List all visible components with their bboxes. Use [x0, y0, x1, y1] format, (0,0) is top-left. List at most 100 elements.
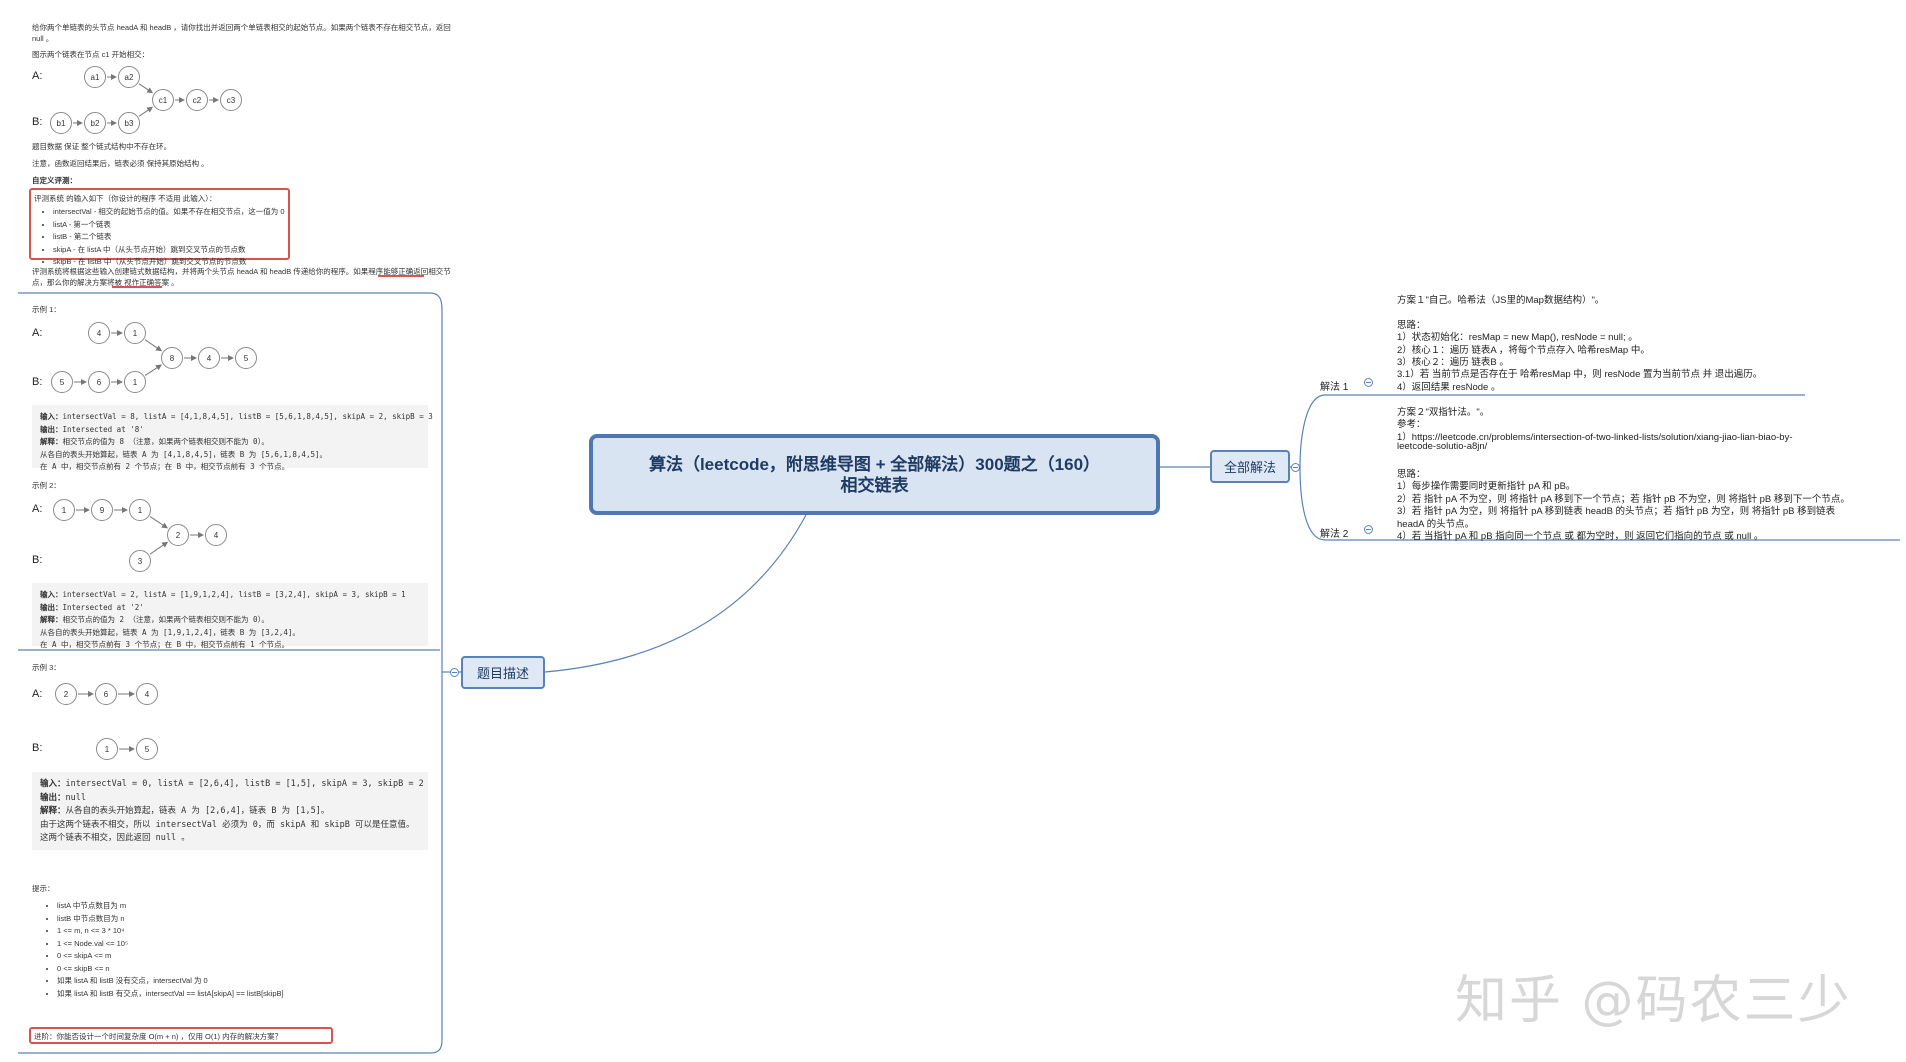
solution-2-line: 参考： [1397, 419, 1426, 431]
solution-1-label[interactable]: 解法 1 [1320, 382, 1349, 393]
topic-solutions[interactable]: 全部解法 [1210, 450, 1290, 483]
code-line: 在 A 中，相交节点前有 3 个节点；在 B 中，相交节点前有 1 个节点。 [40, 640, 290, 649]
list-node: a1 [84, 66, 106, 88]
collapse-solution-1[interactable] [1364, 378, 1373, 387]
fig-row-a-label: A: [32, 70, 43, 82]
solution-1-line: 2）核心１：遍历 链表A ，将每个节点存入 哈希resMap 中。 [1397, 344, 1650, 356]
list-node: 1 [124, 371, 146, 393]
solution-2-line: 2）若 指针 pA 不为空，则 将指针 pA 移到下一个节点；若 指针 pB 不… [1397, 493, 1850, 505]
ex1-row-a-label: A: [32, 327, 43, 339]
solution-2-line: leetcode-solutio-a8jn/ [1397, 441, 1488, 453]
list-node: 1 [53, 499, 75, 521]
list-arrow [149, 516, 168, 529]
judge-list: intersectVal - 相交的起始节点的值。如果不存在相交节点，这一值为 … [31, 206, 288, 269]
list-arrow [138, 106, 154, 117]
list-node: 4 [205, 524, 227, 546]
intro-line-1: 给你两个单链表的头节点 headA 和 headB ，请你找出并返回两个单链表相… [32, 23, 451, 32]
watermark: 知乎 @码农三少 [1455, 971, 1852, 1031]
collapse-description[interactable] [450, 668, 459, 677]
list-node: 4 [136, 683, 158, 705]
hint-item: listA 中节点数目为 m [57, 900, 284, 913]
hint-item: 如果 listA 和 listB 没有交点，intersectVal 为 0 [57, 975, 284, 988]
solution-2-line: 1）https://leetcode.cn/problems/intersect… [1397, 431, 1793, 443]
figure-caption: 图示两个链表在节点 c1 开始相交： [32, 50, 150, 59]
list-node: b3 [118, 112, 140, 134]
list-arrow [144, 364, 162, 376]
ex3-row-b-label: B: [32, 742, 43, 754]
central-title-line2: 相交链表 [840, 475, 909, 495]
code-line: 输出：null [40, 792, 86, 803]
hints-list: listA 中节点数目为 mlistB 中节点数目为 n1 <= m, n <=… [35, 900, 284, 1000]
list-node: b1 [50, 112, 72, 134]
list-node: 4 [198, 347, 220, 369]
advanced-text: 进阶：你能否设计一个时间复杂度 O(m + n) ，仅用 O(1) 内存的解决方… [34, 1032, 283, 1041]
example-1-title: 示例 1： [32, 305, 61, 314]
solution-2-line: headA 的头节点。 [1397, 518, 1475, 530]
code-line: 输出：Intersected at '2' [40, 602, 144, 612]
solution-2-label[interactable]: 解法 2 [1320, 529, 1349, 540]
judge-item: listA - 第一个链表 [53, 219, 288, 232]
solution-1-line: 3）核心２：遍历 链表B 。 [1397, 356, 1509, 368]
solution-2-line: 4）若 当指针 pA 和 pB 指向同一个节点 或 都为空时，则 返回它们指向的… [1397, 530, 1764, 542]
underline-answer [112, 286, 162, 288]
solution-2-line: 方案２"双指针法。"。 [1397, 407, 1490, 418]
list-node: 9 [91, 499, 113, 521]
list-node: b2 [84, 112, 106, 134]
collapse-solution-2[interactable] [1364, 525, 1373, 534]
central-title-line1: 算法（leetcode，附思维导图 + 全部解法）300题之（160） [648, 454, 1101, 474]
topic-description[interactable]: 题目描述 [461, 656, 545, 689]
hint-item: 1 <= Node.val <= 10⁵ [57, 938, 284, 951]
solution-2-text: 方案２"双指针法。"。参考：1）https://leetcode.cn/prob… [1397, 404, 1850, 542]
solution-1-line: 方案１"自己。哈希法（JS里的Map数据结构）"。 [1397, 295, 1605, 306]
ex3-row-a-label: A: [32, 688, 43, 700]
list-node: 6 [95, 683, 117, 705]
hint-item: 0 <= skipB <= n [57, 963, 284, 976]
judge-intro: 评测系统 的输入如下（你设计的程序 不适用 此输入）： [34, 194, 217, 203]
solution-1-line: 1）状态初始化：resMap = new Map(), resNode = nu… [1397, 332, 1638, 344]
judge-item: skipA - 在 listA 中（从头节点开始）跳到交叉节点的节点数 [53, 244, 288, 257]
list-arrow [149, 541, 169, 555]
note-text: 注意，函数返回结果后，链表必须 保持其原始结构 。 [32, 159, 209, 168]
central-topic[interactable]: 算法（leetcode，附思维导图 + 全部解法）300题之（160） 相交链表 [589, 434, 1160, 515]
custom-judge-title: 自定义评测： [32, 176, 77, 185]
list-node: 5 [136, 738, 158, 760]
hint-item: 0 <= skipA <= m [57, 950, 284, 963]
code-line: 解释：相交节点的值为 2 （注意，如果两个链表相交则不能为 0）。 [40, 615, 269, 624]
code-line: 这两个链表不相交，因此返回 null 。 [40, 833, 190, 843]
list-node: c3 [220, 89, 242, 111]
list-node: 6 [88, 371, 110, 393]
solution-2-line: 1）每步操作需要同时更新指针 pA 和 pB。 [1397, 481, 1576, 493]
guarantee-text: 题目数据 保证 整个链式结构中不存在环。 [32, 142, 172, 151]
judge-item: intersectVal - 相交的起始节点的值。如果不存在相交节点，这一值为 … [53, 206, 288, 219]
judge-item: skipB - 在 listB 中（从头节点开始）跳到交叉节点的节点数 [53, 256, 288, 269]
code-line: 解释：相交节点的值为 8 （注意，如果两个链表相交则不能为 0）。 [40, 437, 269, 446]
underline-correct [378, 275, 424, 277]
code-line: 输入：intersectVal = 8, listA = [4,1,8,4,5]… [40, 412, 433, 421]
hint-item: listB 中节点数目为 n [57, 913, 284, 926]
list-node: 8 [161, 347, 183, 369]
example-1-code: 输入：intersectVal = 8, listA = [4,1,8,4,5]… [32, 405, 433, 471]
example-2-code: 输入：intersectVal = 2, listA = [1,9,1,2,4]… [32, 583, 428, 649]
judge-tail-2: 点，那么你的解决方案将被 视作正确答案 。 [32, 278, 179, 287]
code-line: 输出：Intersected at '8' [40, 424, 144, 434]
example-2-title: 示例 2： [32, 481, 61, 490]
solution-1-text: 方案１"自己。哈希法（JS里的Map数据结构）"。思路：1）状态初始化：resM… [1397, 292, 1762, 393]
judge-item: listB - 第二个链表 [53, 231, 288, 244]
list-node: 5 [235, 347, 257, 369]
code-line: 从各自的表头开始算起，链表 A 为 [1,9,1,2,4]，链表 B 为 [3,… [40, 627, 300, 637]
list-node: 1 [96, 738, 118, 760]
example-3-code: 输入：intersectVal = 0, listA = [2,6,4], li… [32, 772, 428, 850]
code-line: 从各自的表头开始算起，链表 A 为 [4,1,8,4,5]，链表 B 为 [5,… [40, 449, 327, 459]
solution-2-line: 3）若 指针 pA 为空，则 将指针 pA 移到链表 headB 的头节点；若 … [1397, 506, 1836, 518]
collapse-solutions[interactable] [1291, 463, 1300, 472]
judge-input-box: 评测系统 的输入如下（你设计的程序 不适用 此输入）： intersectVal… [29, 188, 290, 266]
hint-item: 如果 listA 和 listB 有交点，intersectVal == lis… [57, 988, 284, 1001]
ex2-row-a-label: A: [32, 503, 43, 515]
code-line: 解释：从各自的表头开始算起，链表 A 为 [2,6,4]，链表 B 为 [1,5… [40, 806, 330, 816]
list-node: 3 [129, 550, 151, 572]
solution-1-line: 思路： [1397, 319, 1426, 331]
judge-tail-1: 评测系统将根据这些输入创建链式数据结构，并将两个头节点 headA 和 head… [32, 267, 451, 276]
